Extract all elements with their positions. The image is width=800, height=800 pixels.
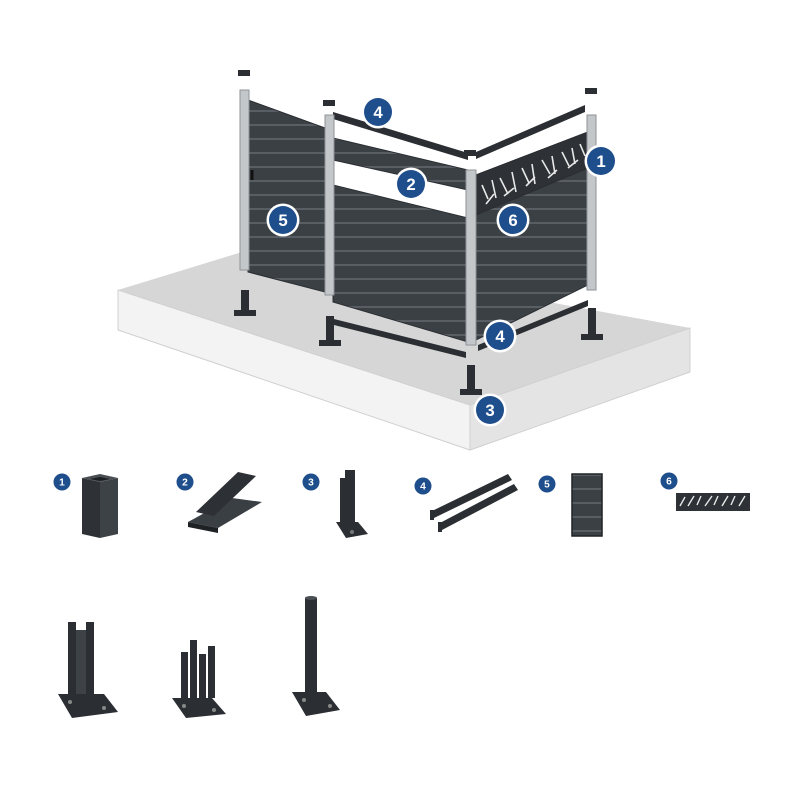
badge-number: 6	[508, 211, 517, 230]
accessories-row	[58, 596, 340, 718]
callout-fence-board: 2	[394, 167, 428, 201]
callout-post: 1	[584, 144, 618, 178]
callout-gate: 5	[266, 203, 300, 237]
badge-number: 2	[406, 175, 415, 194]
concrete-slab	[117, 248, 691, 451]
callout-base-bracket: 3	[473, 393, 507, 427]
right-panel	[475, 131, 589, 341]
badge-number: 5	[544, 480, 550, 491]
rail-icon	[430, 474, 518, 532]
legend-badge-decor-panel-icon: 6	[658, 470, 680, 492]
badge-number: 3	[485, 401, 494, 420]
decorative-pattern	[481, 143, 586, 205]
badge-number: 4	[420, 482, 426, 493]
tall-pipe-base-icon	[292, 596, 340, 716]
legend-row: 1 2 3 4 5 6	[51, 470, 750, 538]
callout-rail-profile: 4	[483, 319, 517, 353]
badge-number: 1	[596, 152, 605, 171]
legend-badge-board-icon: 2	[174, 471, 196, 493]
legend-badge-gate-icon: 5	[536, 473, 558, 495]
posts	[239, 89, 597, 346]
callout-rail-profile: 4	[361, 95, 395, 129]
callout-decorative-panel: 6	[496, 203, 530, 237]
bracket-icon	[336, 470, 368, 538]
badge-number: 4	[495, 327, 505, 346]
badge-number: 1	[59, 478, 65, 489]
badge-number: 3	[308, 478, 314, 489]
legend-badge-post-icon: 1	[51, 471, 73, 493]
u-bracket-base-icon	[58, 622, 118, 718]
post-caps	[238, 70, 597, 156]
base-brackets	[234, 290, 603, 395]
decor-panel-icon	[676, 493, 750, 511]
gate-panel	[247, 99, 326, 293]
multi-tube-base-icon	[172, 640, 226, 718]
callout-layer: 1 2 3 4 4 5 6	[266, 95, 618, 427]
legend-badge-bracket-icon: 3	[300, 471, 322, 493]
badge-number: 6	[666, 477, 672, 488]
board-icon	[188, 472, 262, 533]
legend-badge-rail-icon: 4	[412, 475, 434, 497]
badge-number: 4	[373, 103, 383, 122]
gate-icon	[571, 473, 603, 537]
badge-number: 2	[182, 478, 188, 489]
post-icon	[82, 474, 118, 538]
badge-number: 5	[278, 211, 287, 230]
